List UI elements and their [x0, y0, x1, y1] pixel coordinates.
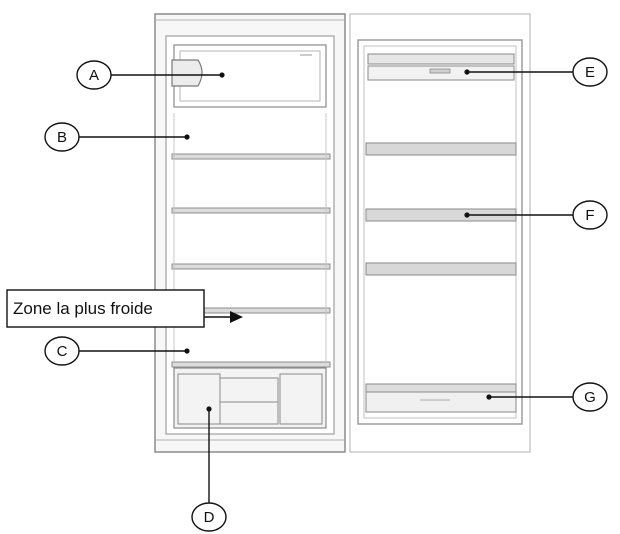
bottle-balcony	[365, 383, 517, 413]
callout-g-label: G	[584, 389, 596, 406]
crisper-drawer	[173, 367, 327, 429]
callout-c: C	[44, 336, 190, 366]
callout-c-label: C	[57, 343, 68, 360]
callout-b: B	[44, 122, 190, 152]
callout-e-label: E	[585, 64, 595, 81]
door-balconies	[365, 142, 517, 276]
callout-d-label: D	[204, 509, 215, 526]
coldest-zone-arrowhead	[230, 311, 243, 323]
callout-a-label: A	[89, 67, 99, 84]
freezer-compartment	[171, 44, 327, 108]
callout-g: G	[486, 382, 608, 412]
callout-f-label: F	[585, 207, 594, 224]
coldest-zone-callout: Zone la plus froide	[6, 289, 243, 328]
coldest-zone-label: Zone la plus froide	[13, 299, 153, 318]
callout-f: F	[464, 200, 608, 230]
door-top-compartment	[367, 53, 515, 81]
callout-a: A	[76, 60, 225, 90]
coldest-zone-box	[6, 289, 205, 328]
callout-d: D	[191, 406, 227, 532]
callout-b-label: B	[57, 129, 67, 146]
callout-e: E	[464, 57, 608, 87]
fridge-door	[349, 13, 531, 453]
